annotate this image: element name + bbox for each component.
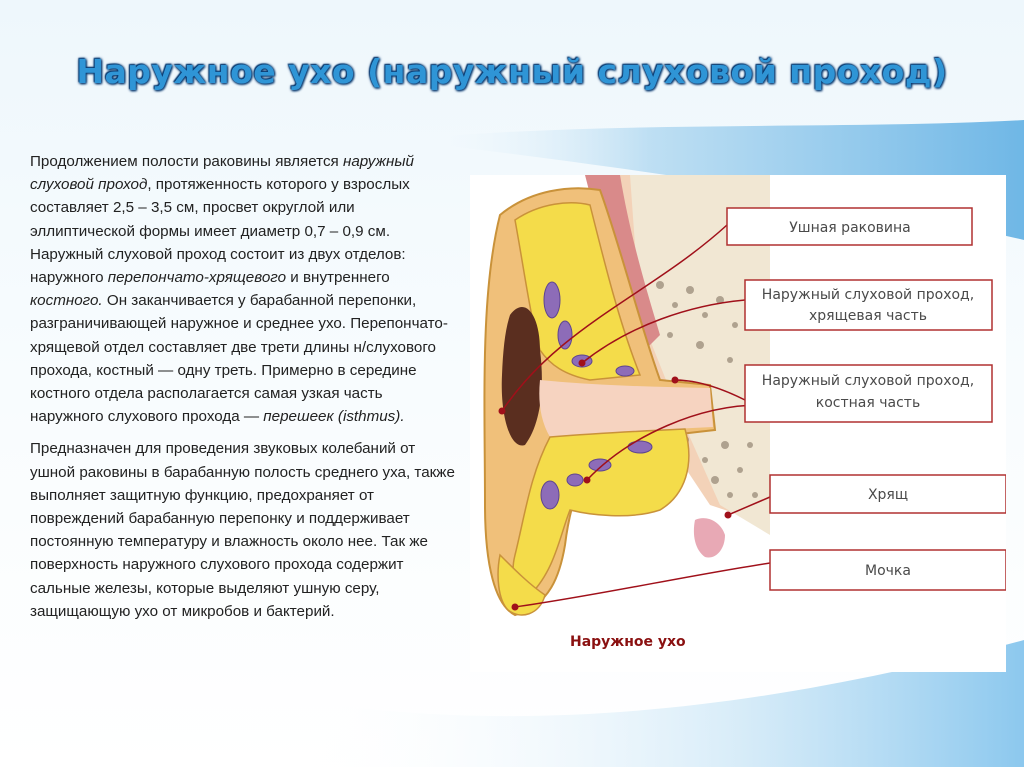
figure-caption: Наружное ухо <box>570 634 686 650</box>
concha <box>501 307 542 446</box>
label-cartilaginous-canal: Наружный слуховой проход, хрящевая часть <box>744 279 993 331</box>
svg-text:Ушная раковина: Ушная раковина <box>789 220 911 236</box>
slide-title: Наружное ухо (наружный слуховой проход) <box>76 52 948 91</box>
cartilage-detail <box>693 518 725 558</box>
callout-dots <box>498 359 732 611</box>
svg-text:Наружный слуховой проход,: Наружный слуховой проход, <box>762 373 974 389</box>
callout-lines <box>501 224 771 608</box>
bone-pores <box>656 281 758 498</box>
emphasized-term: костного. <box>30 292 103 310</box>
text-run: Он заканчивается у барабанной перепонки,… <box>30 292 448 426</box>
label-lobule: Мочка <box>769 549 1006 591</box>
ear-canal-lumen <box>539 380 713 437</box>
text-run: и внутреннего <box>286 269 390 287</box>
emphasized-term: перешеек (isthmus). <box>263 408 405 426</box>
cartilage-upper <box>514 202 642 381</box>
svg-text:Мочка: Мочка <box>865 563 911 579</box>
earlobe <box>497 553 546 616</box>
cartilage-lower <box>512 428 690 596</box>
ear-illustration: Ушная раковина Наружный слуховой проход,… <box>483 175 1006 650</box>
svg-text:костная часть: костная часть <box>816 395 920 411</box>
paragraph-1: Продолжением полости раковины является н… <box>30 150 460 428</box>
label-bony-canal: Наружный слуховой проход, костная часть <box>744 364 993 423</box>
text-run: , протяженность которого у взрослых сост… <box>30 176 410 287</box>
label-auricle: Ушная раковина <box>726 207 973 246</box>
ear-anatomy-figure: Ушная раковина Наружный слуховой проход,… <box>470 175 1006 672</box>
svg-text:Хрящ: Хрящ <box>868 487 908 503</box>
label-cartilage: Хрящ <box>769 474 1006 514</box>
paragraph-2: Предназначен для проведения звуковых кол… <box>30 440 455 620</box>
temporal-bone <box>630 175 770 535</box>
emphasized-term: наружный слуховой проход <box>30 153 414 194</box>
emphasized-term: перепончато-хрящевого <box>107 269 287 287</box>
svg-text:Наружный слуховой проход,: Наружный слуховой проход, <box>762 287 974 303</box>
body-text: Продолжением полости раковины является н… <box>30 150 460 632</box>
text-run: Продолжением полости раковины является <box>30 153 343 170</box>
svg-text:хрящевая часть: хрящевая часть <box>809 308 927 324</box>
